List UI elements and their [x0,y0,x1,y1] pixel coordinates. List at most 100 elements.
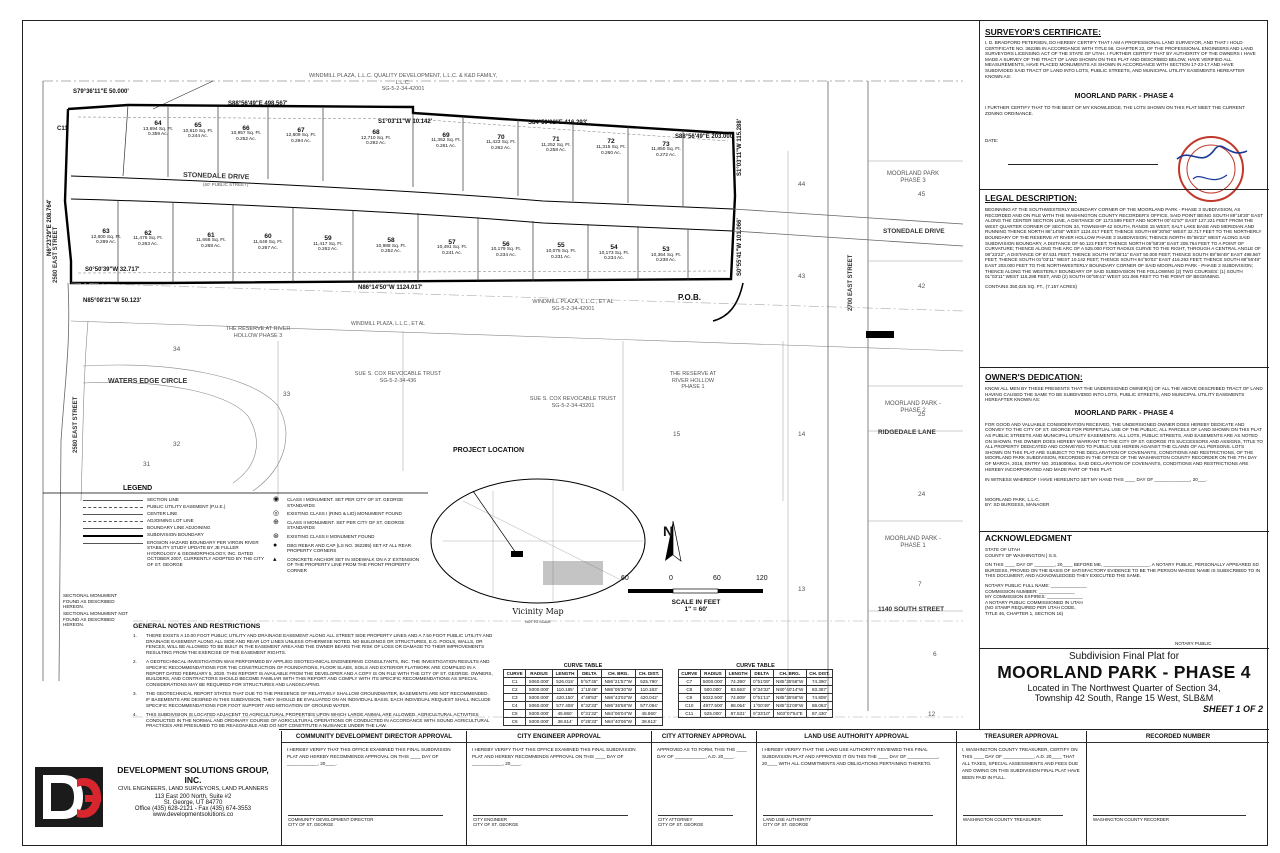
legal-title: LEGAL DESCRIPTION: [985,193,1077,203]
legend-right-item: ◉CLASS I MONUMENT. SET PER CITY OF ST. G… [273,496,404,508]
street-2700: 2700 EAST STREET [848,254,854,311]
legend-left-item: BOUNDARY LINE ADJOINING [83,525,268,531]
moorland-2-label: MOORLAND PARK - PHASE 2 [885,401,941,414]
adjacent-lot-12: 12 [928,711,936,718]
owner-witness: IN WITNESS WHEREOF I HAVE HEREUNTO SET M… [985,477,1207,483]
sheet-number: SHEET 1 OF 2 [1202,704,1263,714]
title-name: MOORLAND PARK - PHASE 4 [997,662,1251,682]
approval-title-rule [282,742,466,743]
title-loc2: Township 42 South, Range 15 West, SLB&M [1034,693,1214,703]
legend-left-item: SUBDIVISION BOUNDARY [83,532,268,538]
notes-list: 1.THERE EXISTS A 10.00 FOOT PUBLIC UTILI… [133,633,493,733]
bearing-south-west: S0°50'39"W 32.717' [85,267,140,273]
company-info: DEVELOPMENT SOLUTIONS GROUP, INC. CIVIL … [113,765,273,818]
approval-body: I HEREBY VERIFY THAT THE LAND USE AUTHOR… [762,747,940,766]
approval-body [1087,743,1269,749]
approval-signature: WASHINGTON COUNTY TREASURER [963,815,1063,822]
subdivision-boundary [63,103,737,285]
legend-right: ◉CLASS I MONUMENT. SET PER CITY OF ST. G… [273,496,423,577]
street-2580-north: 2580 EAST STREET [53,226,59,283]
title-block: Subdivision Final Plat for MOORLAND PARK… [985,649,1263,714]
scale-tick-2: 60 [713,575,721,582]
legend-line-swatch [83,500,143,501]
legend-left-item: CENTER LINE [83,511,268,517]
bearing-east-1: S1°03'11"W 115.288' [737,118,743,176]
adjacent-lot-44: 44 [798,181,806,188]
legend-line-swatch [83,514,143,516]
adjacent-lot-13: 13 [798,586,806,593]
approval-title: TREASURER APPROVAL [984,733,1059,740]
adjacent-lot-6: 6 [933,651,937,658]
bearing-north-5: S88°56'49"E 203.000' [675,134,735,140]
scale-tick-3: 120 [756,575,768,582]
pob-label: P.O.B. [678,293,701,302]
scale-tick-1: 0 [669,575,673,582]
monument-icon: ◎ [273,510,280,518]
plat-sheet: S79°36'11"E 50.000' S88°56'49"E 498.567'… [22,20,1269,846]
right-divider-3 [979,531,1269,532]
street-2580-south: 2580 EAST STREET [73,396,79,453]
approval-title-rule [467,742,651,743]
adjacent-lot-42: 42 [918,283,926,290]
ack-notary-lines: NOTARY PUBLIC FULL NAME: ______________C… [985,582,1087,616]
notes-title: GENERAL NOTES AND RESTRICTIONS [133,623,261,630]
bearing-north-2: S88°56'49"E 498.567' [228,101,288,107]
owner-by: BY: SD BURGESS, MANAGER [985,502,1050,508]
public-street-note: (60' PUBLIC STREET) [203,182,249,187]
title-loc1: Located in The Northwest Quarter of Sect… [1027,683,1221,693]
company-addr2: St. George, UT 84770 [163,800,223,806]
adjacent-lot-32: 32 [173,441,181,448]
legend-line-swatch [83,507,143,509]
legal-body: BEGINNING AT THE SOUTHWESTERLY BOUNDARY … [985,207,1263,280]
moorland-3-label: MOORLAND PARK PHASE 3 [886,171,940,184]
company-web: www.developmentsolutions.co [152,812,234,818]
legend-right-item: ⊛EXISTING CLASS II MONUMENT FOUND [273,532,375,540]
surveyor-zoning: I FURTHER CERTIFY THAT TO THE BEST OF MY… [985,105,1245,116]
adjacent-lot-34: 34 [173,346,181,353]
legend-left-item: ADJOINING LOT LINE [83,518,268,524]
note-item: 3.THE GEOTECHNICAL REPORT STATES THAT DU… [133,691,491,708]
surveyor-date: DATE: [985,138,999,144]
owner-company: MOORLAND PARK, L.L.C. [985,496,1040,502]
adjacent-south-owner-2: WINDMILL PLAZA, L.L.C., ET AL [351,321,425,327]
owner-project-name: MOORLAND PARK - PHASE 4 [1074,409,1174,417]
monument-icon: ⊛ [273,532,279,540]
legend-title: LEGEND [123,485,153,492]
adjacent-lot-43: 43 [798,273,806,280]
curve-label-c11: C11 [57,126,68,132]
adjacent-lot-45: 45 [918,191,926,198]
adjacent-lot-15: 15 [673,431,681,438]
bottom-strip-divider [279,729,1269,730]
legal-contains: CONTAINS 350,025 SQ. FT., (7.157 ACRES) [985,283,1078,289]
